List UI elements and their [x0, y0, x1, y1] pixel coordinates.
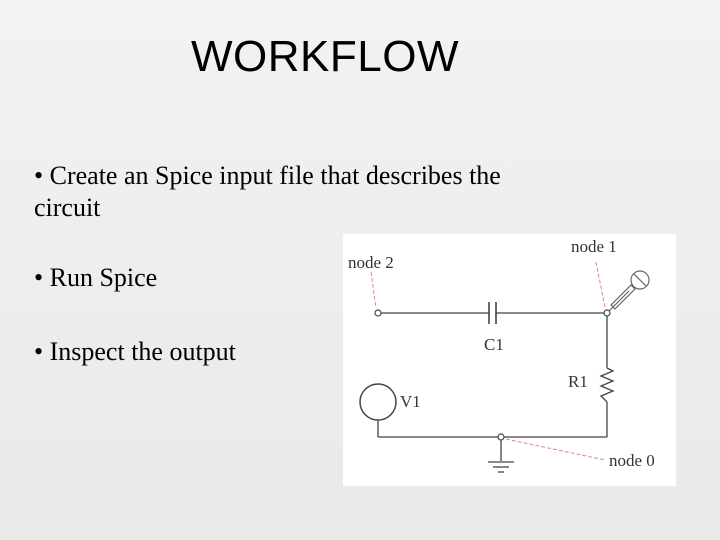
label-pointer-lines — [370, 261, 606, 461]
node-2-label: node 2 — [348, 253, 394, 272]
voltage-source-v1-symbol — [359, 383, 397, 421]
slide-title: WORKFLOW — [191, 32, 459, 81]
bullet-text: Run Spice — [49, 263, 158, 292]
bullet-marker: • — [34, 337, 44, 366]
capacitor-c1-label: C1 — [484, 335, 504, 354]
bullet-text: Inspect the output — [49, 337, 236, 366]
node-0-marker — [497, 433, 505, 441]
resistor-r1-symbol — [599, 367, 615, 403]
voltage-source-v1-label: V1 — [400, 392, 421, 411]
node-2-marker — [374, 309, 382, 317]
bullet-item-create-input: • Create an Spice input file that descri… — [34, 160, 554, 224]
bullet-item-inspect-output: • Inspect the output — [34, 336, 554, 368]
node-0-label: node 0 — [609, 451, 655, 470]
capacitor-c1-symbol — [488, 302, 497, 324]
voltage-probe-icon — [608, 270, 650, 312]
resistor-r1-label: R1 — [568, 372, 588, 391]
bullet-text: Create an Spice input file that describe… — [34, 161, 501, 222]
bullet-item-run-spice: • Run Spice — [34, 262, 554, 294]
bullet-marker: • — [34, 161, 44, 190]
node-1-marker — [603, 309, 611, 317]
circuit-diagram: node 2 node 1 node 0 C1 R1 V1 — [343, 234, 676, 486]
node-1-label: node 1 — [571, 237, 617, 256]
ground-symbol — [488, 461, 514, 473]
circuit-svg: node 2 node 1 node 0 C1 R1 V1 — [348, 237, 655, 473]
bullet-marker: • — [34, 263, 44, 292]
wires — [377, 312, 608, 461]
